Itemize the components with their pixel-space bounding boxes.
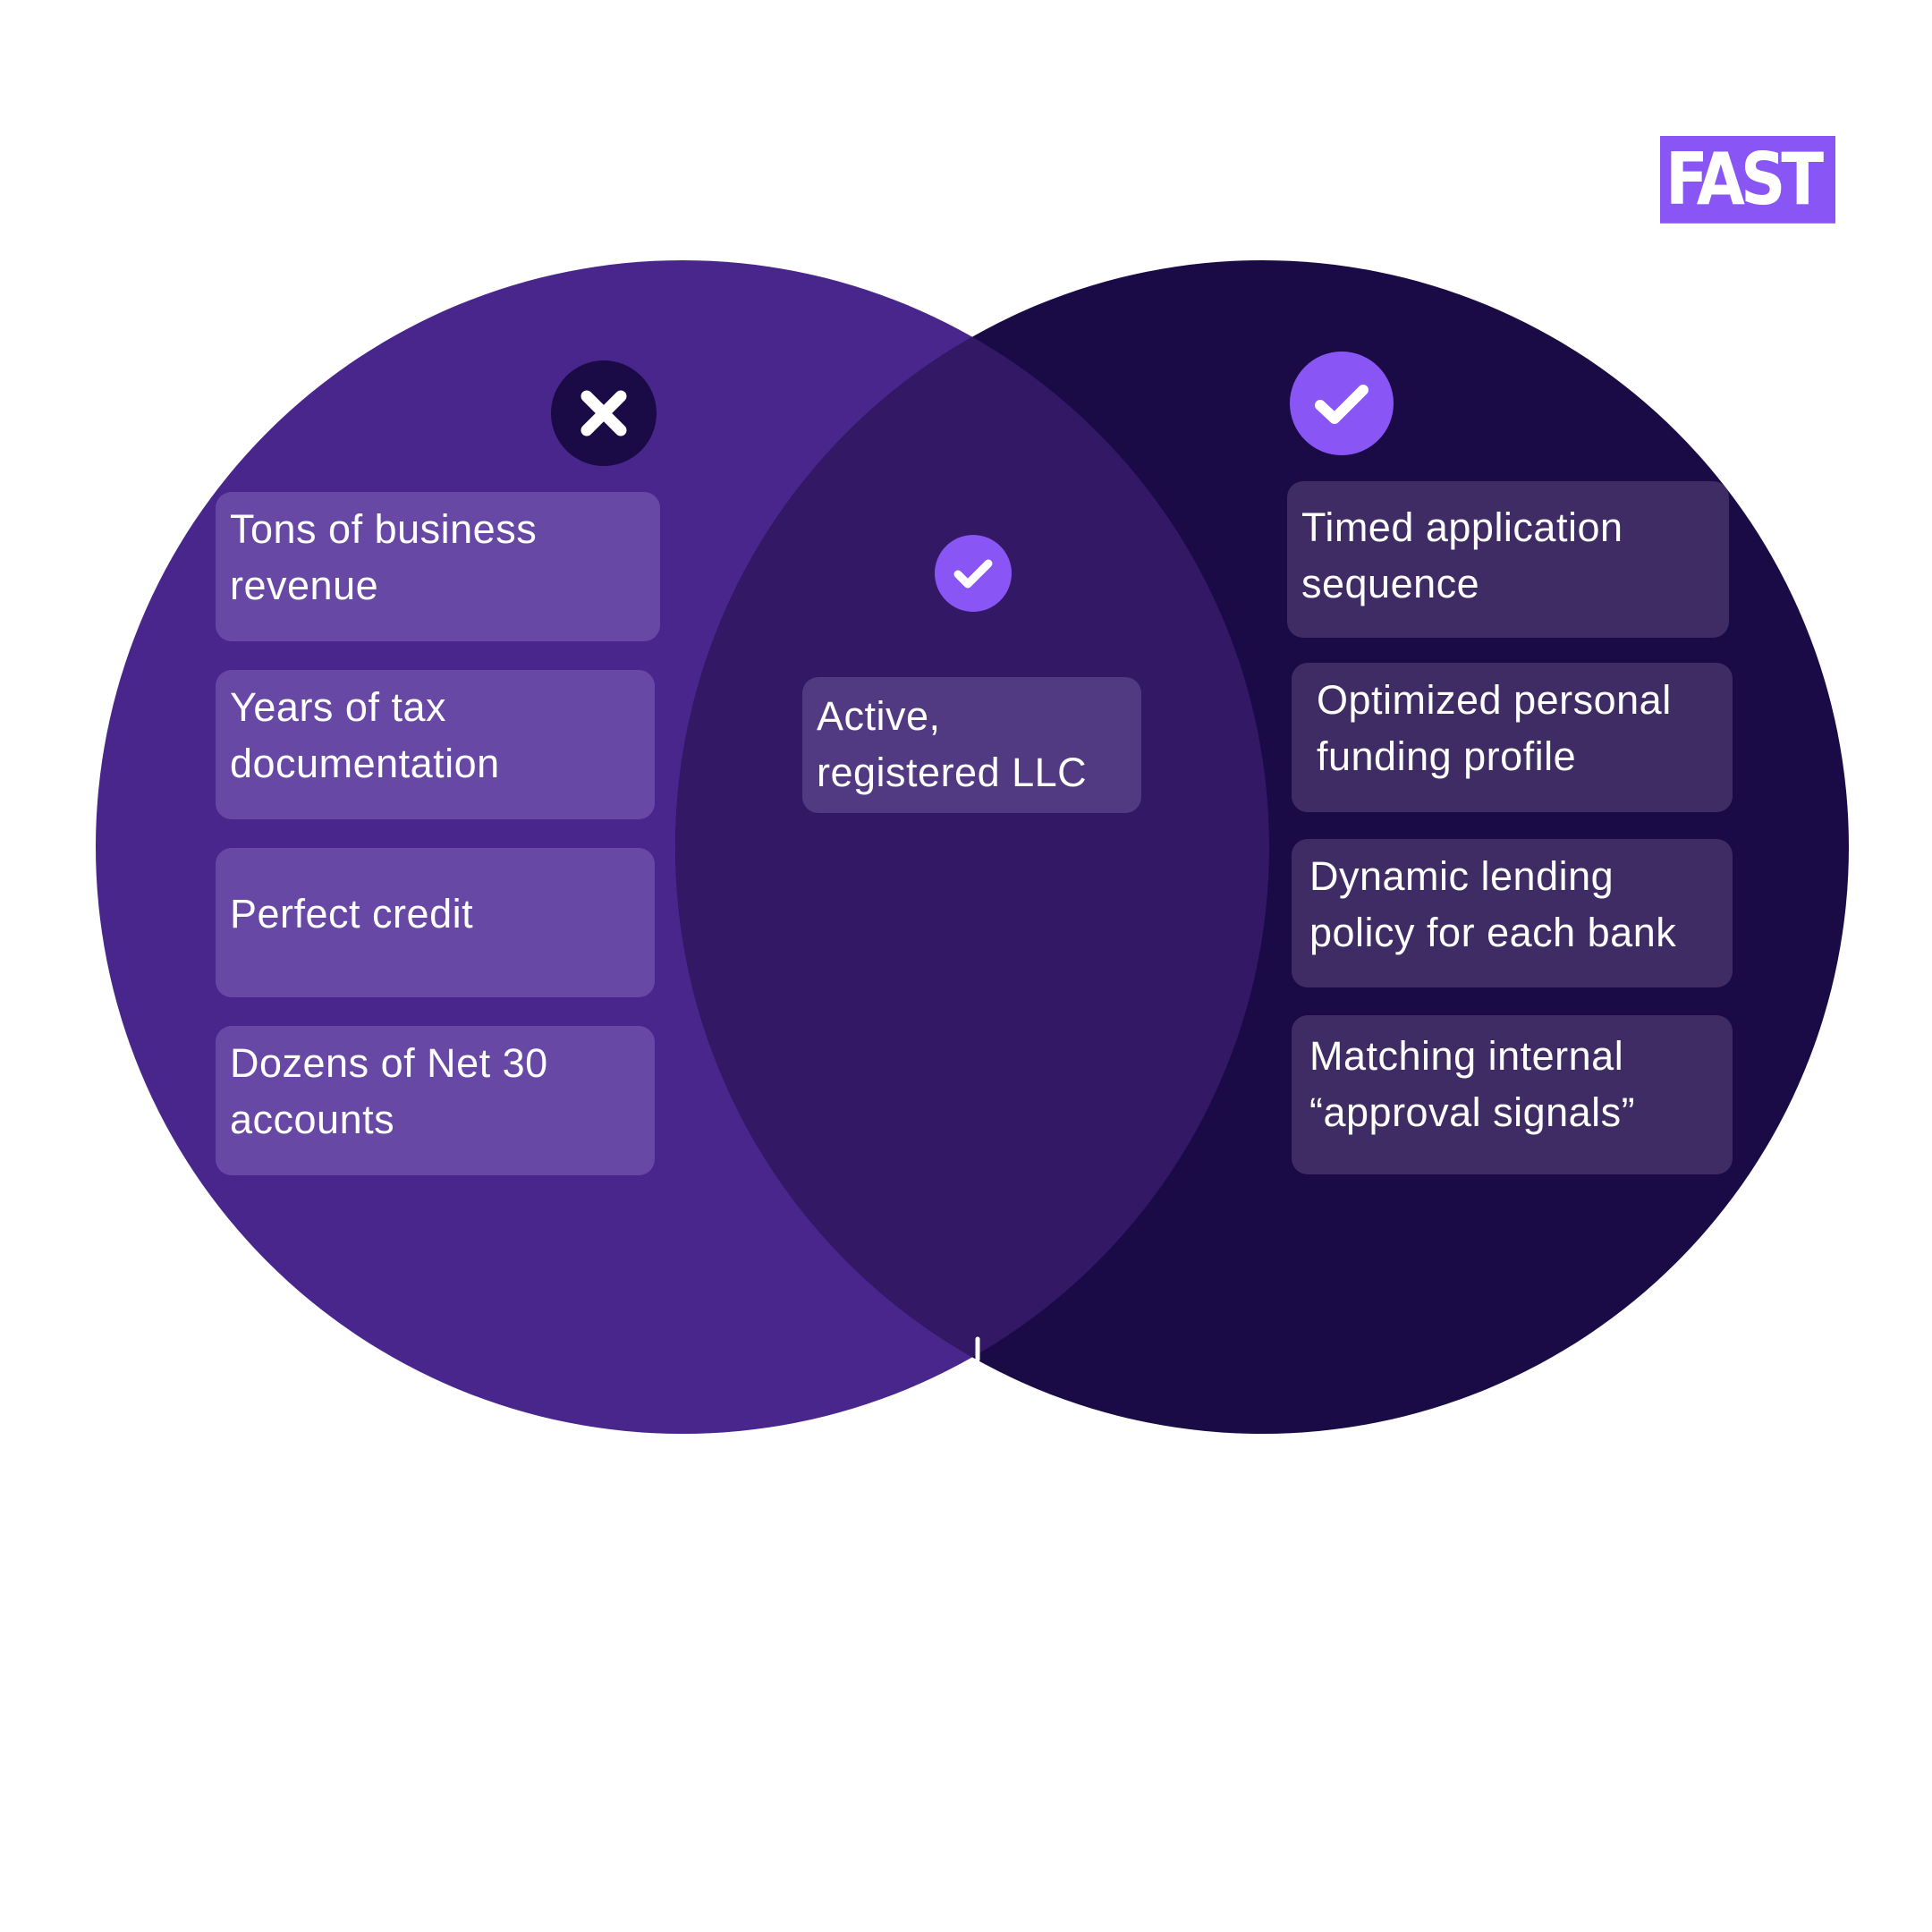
check-icon	[1315, 385, 1368, 424]
requirement-card-left: Tons of business revenue	[216, 492, 660, 641]
fast-tag: FAST	[1660, 136, 1835, 224]
requirement-card-right: Dynamic lending policy for each bank	[1292, 839, 1733, 987]
close-icon	[580, 390, 627, 436]
close-badge	[551, 360, 657, 466]
requirement-card-left: Years of tax documentation	[216, 670, 655, 819]
requirement-card-left: Perfect credit	[216, 848, 655, 997]
requirement-card-left: Dozens of Net 30 accounts	[216, 1026, 655, 1175]
requirement-card-right: Optimized personal funding profile	[1292, 663, 1733, 812]
requirement-card-middle: Active, registered LLC	[802, 677, 1141, 813]
check-badge-right	[1290, 352, 1394, 455]
requirement-card-right: Timed application sequence	[1287, 481, 1729, 638]
check-icon	[953, 559, 993, 589]
check-badge-middle	[935, 535, 1012, 612]
requirement-card-right: Matching internal “approval signals”	[1292, 1015, 1733, 1174]
